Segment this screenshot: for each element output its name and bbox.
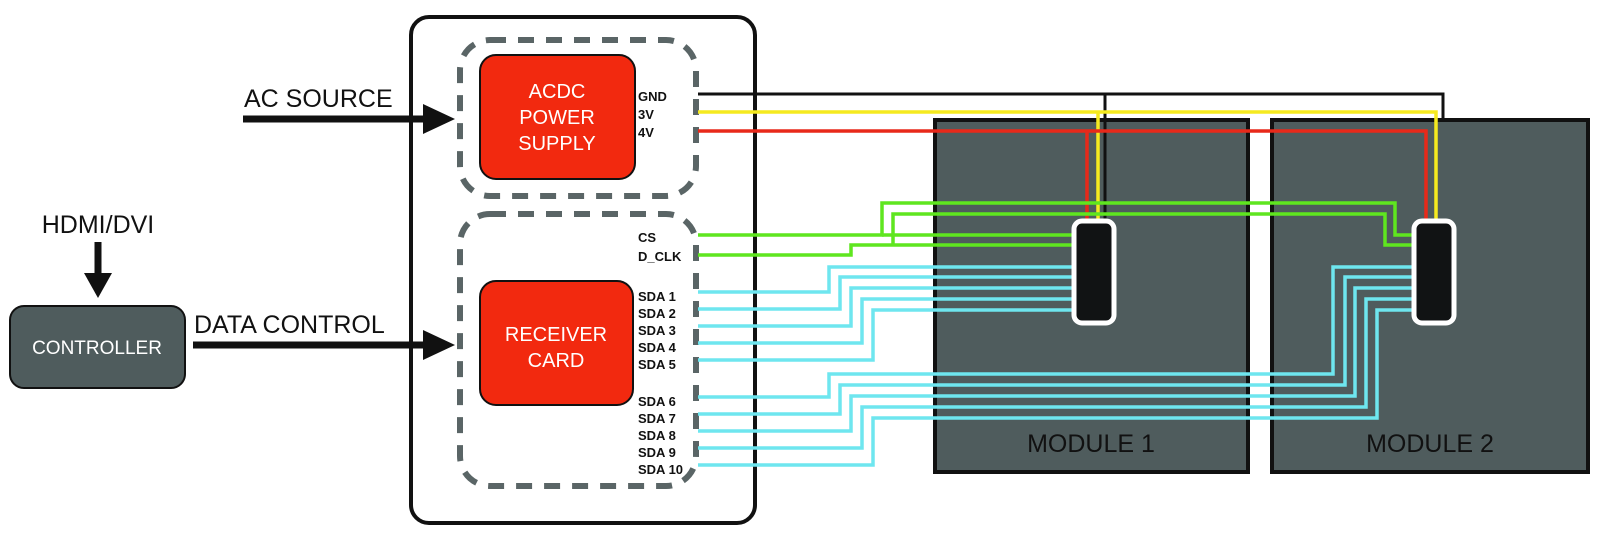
power-supply-line-2: POWER [519,107,595,129]
receiver-dashed-group [457,211,699,489]
sda-wire-module-2 [698,265,1415,399]
sda-wires [698,265,1415,467]
controller-box [9,305,186,389]
enclosure-box [409,15,757,525]
sda-wire-module-1 [698,308,1075,362]
module-2-connector [1411,218,1457,326]
3v-wire-module-2 [698,110,1438,222]
power-pin-label: 3V [638,107,654,122]
sda-wire-module-2 [698,275,1415,416]
sda-pin-label: SDA 9 [638,445,676,460]
dclk-wire [698,243,1075,257]
sda-wire-module-2 [698,286,1415,433]
pin-labels: GND 3V 4V CS D_CLK SDA 1 SDA 2 SDA 3 SDA 4 SDA 5 S… [638,89,683,477]
module-1-label: MODULE 1 [1027,430,1155,458]
dclk-wire-module-2 [891,212,1418,247]
ac-source-arrowhead-icon [423,104,455,134]
hdmi-dvi-label: HDMI/DVI [42,211,155,239]
data-control-label: DATA CONTROL [194,311,385,339]
power-pin-label: GND [638,89,667,104]
module-2-label: MODULE 2 [1366,430,1494,458]
sda-pin-label: SDA 1 [638,289,676,304]
power-pin-label: 4V [638,125,654,140]
sda-wire-module-2 [698,308,1415,467]
sda-pin-label: SDA 2 [638,306,676,321]
receiver-card [479,280,634,406]
sda-pin-label: SDA 7 [638,411,676,426]
sda-wire-module-1 [698,265,1075,294]
sda-wire-module-1 [698,275,1075,311]
sda-wire-module-1 [698,297,1075,345]
data-control-arrowhead-icon [423,330,455,360]
cs-wire-module-1 [698,201,1418,237]
controller-label: CONTROLLER [32,338,162,359]
sda-pin-label: SDA 8 [638,428,676,443]
power-supply-line-3: SUPPLY [518,133,595,155]
4v-wire-module-2 [698,129,1428,222]
sda-wire-module-1 [698,286,1075,328]
power-supply-line-1: ACDC [529,81,586,103]
receiver-card-line-2: CARD [528,350,585,372]
gnd-wire [698,92,1445,120]
control-pin-label: D_CLK [638,249,682,264]
control-pin-label: CS [638,230,656,245]
sda-pin-label: SDA 6 [638,394,676,409]
acdc-power-supply [479,54,636,180]
sda-pin-label: SDA 5 [638,357,676,372]
power-dashed-group [457,37,699,199]
module-1-connector [1071,218,1117,326]
sda-pin-label: SDA 4 [638,340,677,355]
ac-source-label: AC SOURCE [244,85,393,113]
sda-pin-label: SDA 3 [638,323,676,338]
receiver-card-line-1: RECEIVER [505,324,607,346]
sda-pin-label: SDA 10 [638,462,683,477]
sda-wire-module-2 [698,297,1415,450]
hdmi-arrowhead-icon [84,273,112,298]
